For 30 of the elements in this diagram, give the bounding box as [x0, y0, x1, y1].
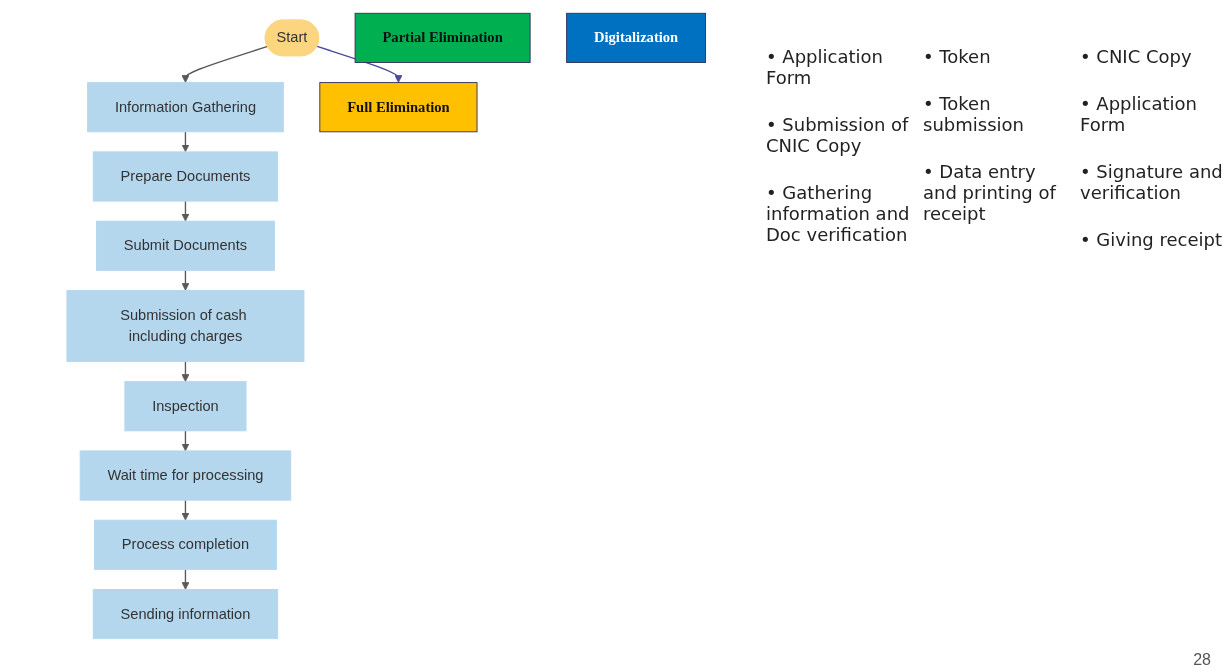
bullet-item: • Token [923, 46, 992, 67]
bullet-item: • Submission of CNIC Copy [766, 114, 910, 156]
node-box: Wait time for processing [79, 450, 291, 501]
node-box: Information Gathering [86, 82, 284, 133]
node-box: Prepare Documents [92, 151, 278, 202]
bullet-item: • Data entry and printing of receipt [923, 161, 1058, 224]
node-box: Process completion [93, 519, 277, 570]
arrow [181, 568, 190, 590]
page-number: 28 [1193, 651, 1211, 668]
bullet-item: • Application Form [1080, 93, 1198, 135]
bullet-item: • Application Form [766, 46, 884, 88]
node-box: Full Elimination [319, 82, 478, 133]
arrow [181, 499, 190, 521]
bullet-item: • Signature and verification [1080, 161, 1224, 203]
arrow [181, 430, 190, 452]
arrow [181, 131, 190, 153]
node-box: Submit Documents [95, 220, 275, 271]
bullet-item: • Token submission [923, 93, 1025, 135]
arrow [181, 45, 269, 83]
node-box: Submission of cash including charges [66, 290, 305, 362]
arrow [181, 200, 190, 222]
arrow [181, 360, 190, 382]
bullet-item: • CNIC Copy [1080, 46, 1193, 67]
bullet-item: • Gathering information and Doc verification [766, 182, 911, 245]
node-box: Digitalization [565, 12, 706, 63]
node-box: Sending information [92, 589, 278, 640]
node-box: Inspection [124, 381, 247, 432]
arrow [181, 269, 190, 291]
node-box: Partial Elimination [354, 12, 531, 63]
bullet-item: • Giving receipt [1080, 229, 1224, 250]
